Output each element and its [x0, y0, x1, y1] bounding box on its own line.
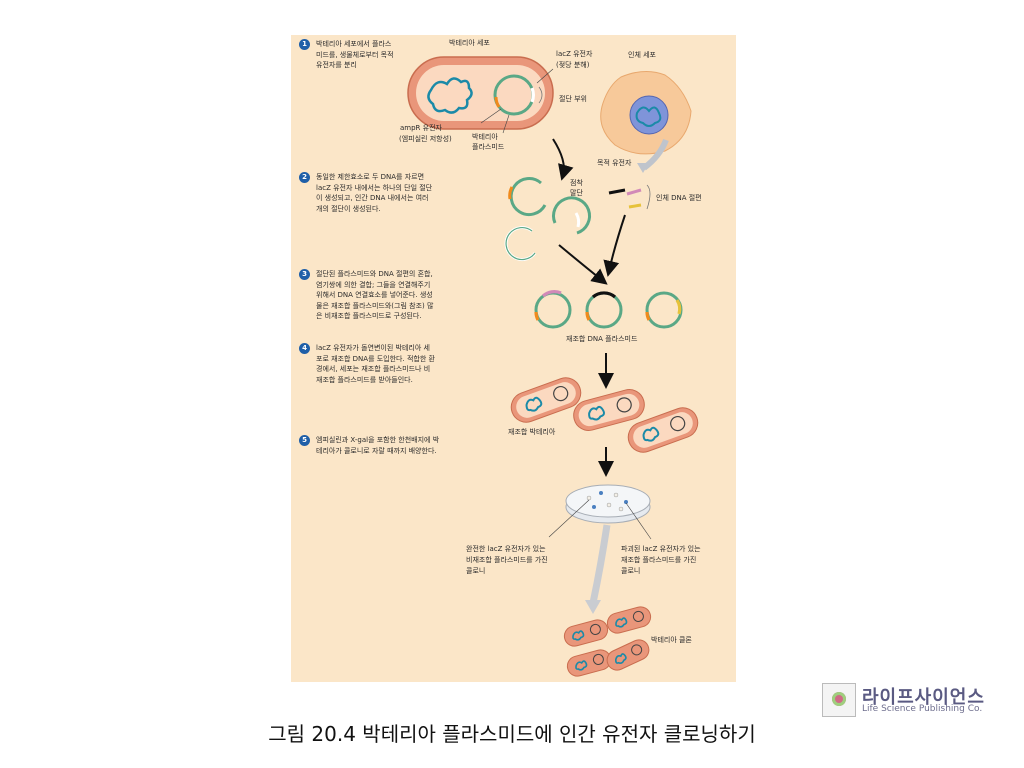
step-4-line: lacZ 유전자가 돌연변이된 박테리아 세: [316, 344, 430, 352]
step-2-line: 이 생성되고, 인간 DNA 내에서는 여러: [316, 194, 429, 202]
step-4-line: 재조합 플라스미드를 받아들인다.: [316, 375, 413, 384]
logo-korean-text: 라이프사이언스: [862, 687, 985, 708]
step-2-line: 동일한 제한효소로 두 DNA를 자르면: [316, 173, 425, 181]
label-cut-site: 절단 부위: [559, 94, 587, 103]
recombinant-bacteria: [510, 377, 699, 453]
step-2: 2 동일한 제한효소로 두 DNA를 자르면 lacZ 유전자 내에서는 하나의…: [299, 172, 477, 214]
label-colony-left-1: 완전한 lacZ 유전자가 있는: [466, 544, 546, 553]
step-4: 4 lacZ 유전자가 돌연변이된 박테리아 세 포로 재조합 DNA를 도입한…: [299, 343, 477, 385]
label-bacterial-cell: 박테리아 세포: [449, 38, 490, 47]
step-3-line: 절단된 플라스미드와 DNA 절편의 혼합,: [316, 270, 433, 278]
human-dna-fragments: [608, 184, 651, 210]
step-1: 1 박테리아 세포에서 플라스 미드를, 생물체로부터 목적 유전자를 분리: [299, 39, 477, 71]
step-3: 3 절단된 플라스미드와 DNA 절편의 혼합, 염기쌍에 의한 결합; 그들을…: [299, 269, 477, 322]
label-ampr-gene: ampR 유전자: [400, 123, 443, 132]
step-3-line: 위해서 DNA 연결효소를 넣어준다. 생성: [316, 291, 433, 299]
step-5-line: 엠피실린과 X-gal을 포함한 한천배지에 박: [316, 436, 440, 444]
label-target-gene: 목적 유전자: [597, 158, 632, 167]
bacterial-clones: [563, 606, 652, 677]
step-3-line: 염기쌍에 의한 결합; 그들을 연결해주기: [316, 280, 431, 289]
cloning-diagram: 박테리아 세포 lacZ 유전자 (젖당 분해) 인체 세포 절단 부위 amp…: [399, 38, 702, 677]
label-colony-left-3: 콜로니: [466, 566, 485, 575]
label-colony-right-1: 파괴된 lacZ 유전자가 있는: [621, 544, 701, 553]
step-1-line: 미드를, 생물체로부터 목적: [316, 50, 394, 59]
step-number-badge: 3: [299, 269, 310, 280]
label-colony-left-2: 비재조합 플라스미드를 가진: [466, 555, 548, 564]
step-1-line: 박테리아 세포에서 플라스: [316, 40, 392, 48]
label-human-dna-fragments: 인체 DNA 절편: [656, 193, 702, 202]
step-1-line: 유전자를 분리: [316, 61, 357, 69]
label-lacz-gene: lacZ 유전자: [556, 49, 593, 58]
label-human-cell: 인체 세포: [628, 50, 657, 59]
logo-emblem-icon: [822, 683, 856, 717]
label-bacterial-clones: 박테리아 클론: [651, 635, 692, 644]
petri-dish: [565, 484, 651, 524]
step-number-badge: 2: [299, 172, 310, 183]
label-recombinant-bacteria: 재조합 박테리아: [508, 427, 556, 436]
step-4-line: 포로 재조합 DNA를 도입한다. 적합한 환: [316, 354, 435, 363]
label-lacz-sub: (젖당 분해): [556, 60, 590, 69]
opened-plasmids: [504, 177, 591, 261]
step-3-line: 은 비재조합 플라스미드로 구성된다.: [316, 312, 422, 320]
step-5: 5 엠피실린과 X-gal을 포함한 한천배지에 박 테리아가 콜로니로 자랄 …: [299, 435, 477, 456]
label-sticky-end-2: 말단: [570, 188, 583, 197]
arrow-fragments: [603, 214, 626, 277]
label-colony-right-3: 콜로니: [621, 566, 640, 575]
label-colony-right-2: 재조합 플라스미드를 가진: [621, 555, 696, 564]
logo-english-text: Life Science Publishing Co.: [862, 704, 983, 714]
step-number-badge: 1: [299, 39, 310, 50]
recombinant-plasmids: [534, 290, 683, 329]
cut-site-bracket: [538, 86, 543, 104]
diagram-panel: 박테리아 세포 lacZ 유전자 (젖당 분해) 인체 세포 절단 부위 amp…: [291, 35, 736, 682]
step-number-badge: 4: [299, 343, 310, 354]
bacterial-cell: [407, 56, 554, 130]
step-number-badge: 5: [299, 435, 310, 446]
step-5-line: 테리아가 콜로니로 자랄 때까지 배양한다.: [316, 446, 437, 455]
step-2-line: 개의 절단이 생성된다.: [316, 204, 381, 213]
label-bacterial-plasmid-2: 플라스미드: [472, 142, 505, 151]
arrow-cut: [552, 138, 574, 181]
label-sticky-end-1: 점착: [570, 179, 583, 187]
figure-caption: 그림 20.4 박테리아 플라스미드에 인간 유전자 클로닝하기: [268, 722, 756, 746]
arrow-mix: [558, 244, 608, 285]
gray-arrow-clone: [589, 524, 611, 604]
step-2-line: lacZ 유전자 내에서는 하나의 단일 절단: [316, 183, 433, 192]
publisher-logo: 라이프사이언스 Life Science Publishing Co.: [822, 683, 992, 717]
step-4-line: 경에서, 세포는 재조합 플라스미드나 비: [316, 365, 431, 373]
step-3-line: 물은 재조합 플라스미드와(그림 참조) 많: [316, 301, 434, 310]
label-bacterial-plasmid-1: 박테리아: [472, 132, 498, 141]
human-cell: [600, 71, 692, 155]
label-ampr-sub: (엠피실린 저항성): [399, 134, 452, 143]
label-recombinant-plasmids: 재조합 DNA 플라스미드: [566, 334, 638, 343]
